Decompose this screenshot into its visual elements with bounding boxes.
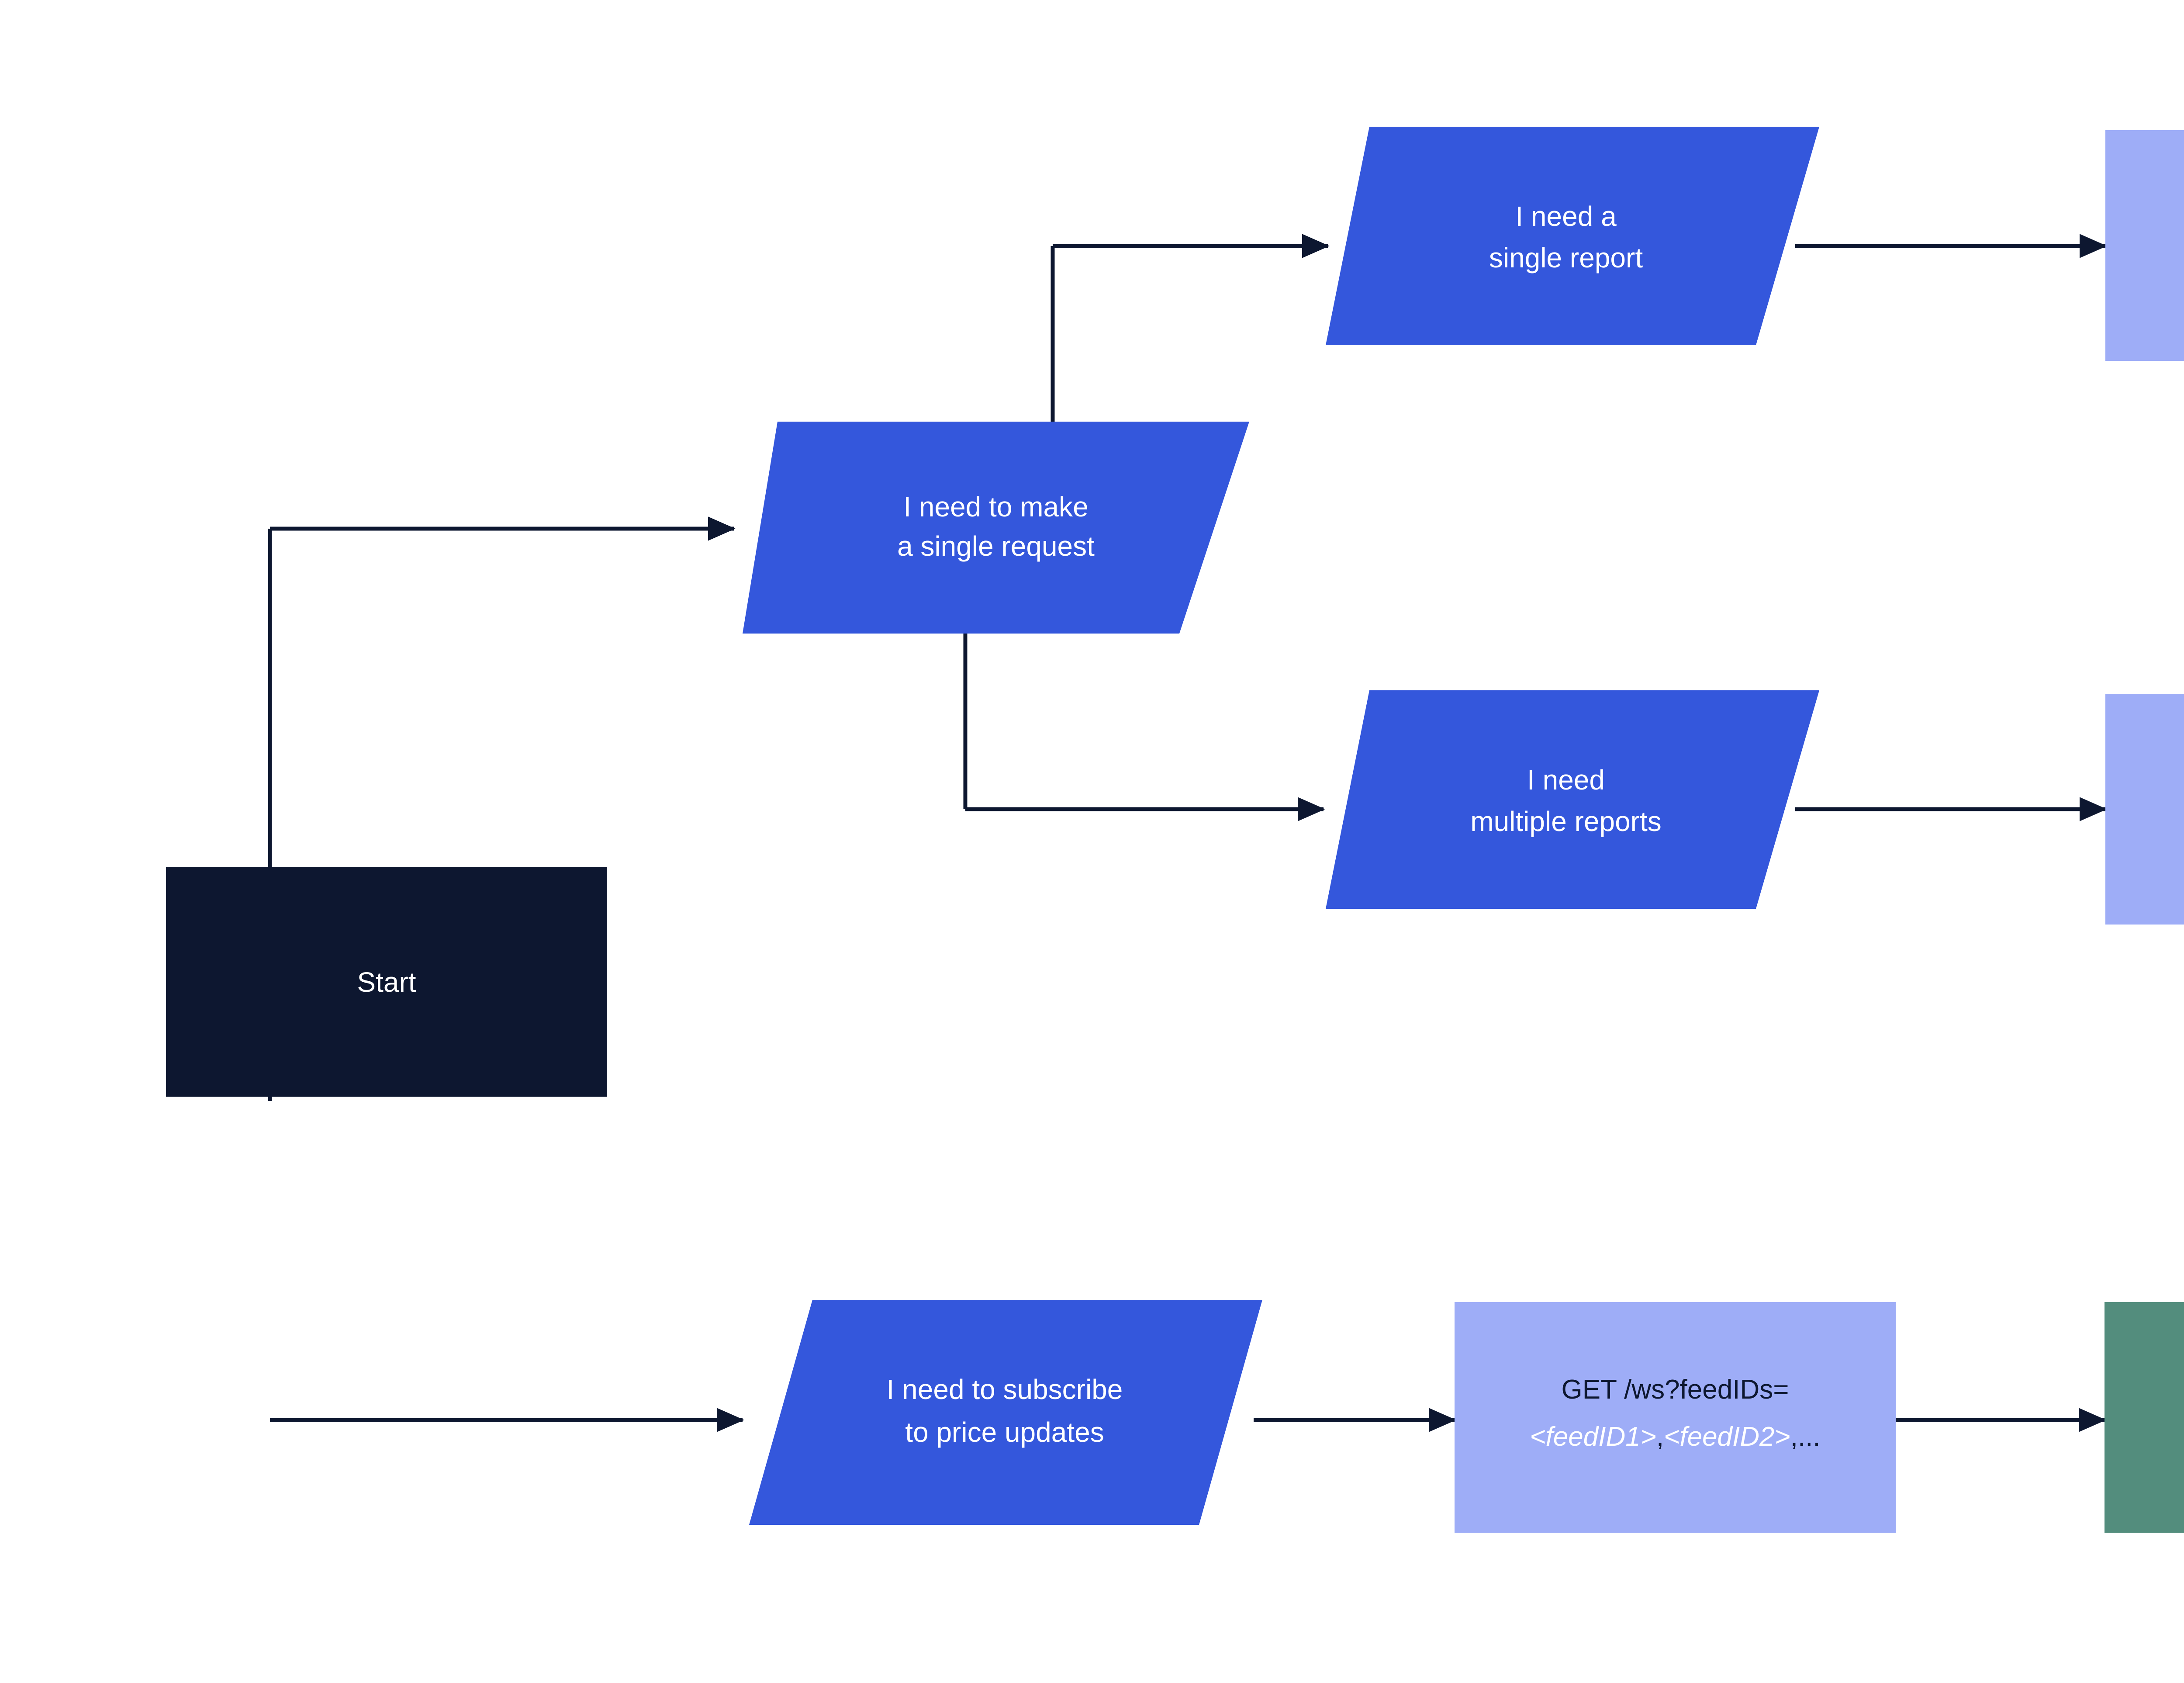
single-request-label-line1: I need to make	[903, 491, 1088, 523]
request-ws-line1: GET /ws?feedIDs=	[1562, 1375, 1789, 1405]
node-request-bulk[interactable]: GET /reports/bulk? feedIDs=<feedID1>,<fe…	[2105, 694, 2184, 925]
request-ws-shape	[1455, 1302, 1896, 1533]
start-node-label: Start	[357, 966, 416, 998]
request-ws-line2: <feedID1>,<feedID2>,...	[1530, 1422, 1820, 1452]
single-request-label-line2: a single request	[897, 530, 1095, 562]
multiple-reports-shape	[1326, 690, 1819, 909]
node-multiple-reports[interactable]: I need multiple reports	[1326, 690, 1819, 909]
start-node-shape	[166, 867, 607, 1097]
node-start[interactable]: Start	[166, 867, 607, 1097]
subscribe-label-line1: I need to subscribe	[887, 1374, 1123, 1405]
subscribe-label-line2: to price updates	[905, 1416, 1104, 1448]
single-request-shape	[743, 422, 1249, 634]
subscribe-shape	[749, 1300, 1262, 1525]
request-bulk-shape	[2105, 694, 2184, 925]
multiple-reports-label-line1: I need	[1527, 764, 1605, 796]
node-request-ws[interactable]: GET /ws?feedIDs= <feedID1>,<feedID2>,...	[1455, 1302, 1896, 1533]
request-single-shape	[2105, 130, 2184, 361]
node-single-request[interactable]: I need to make a single request	[743, 422, 1249, 634]
response-ws-shape	[2105, 1302, 2184, 1533]
single-report-label-line2: single report	[1489, 242, 1643, 274]
single-report-label-line1: I need a	[1515, 201, 1617, 232]
node-response-ws[interactable]: [feedID1, report] [feedID2, report] ...	[2105, 1302, 2184, 1533]
node-subscribe[interactable]: I need to subscribe to price updates	[749, 1300, 1262, 1525]
multiple-reports-label-line2: multiple reports	[1470, 806, 1662, 837]
node-request-single[interactable]: GET /reports?feedID=<feedID>& timestamp=…	[2105, 130, 2184, 361]
single-report-shape	[1326, 127, 1819, 345]
node-single-report[interactable]: I need a single report	[1326, 127, 1819, 345]
